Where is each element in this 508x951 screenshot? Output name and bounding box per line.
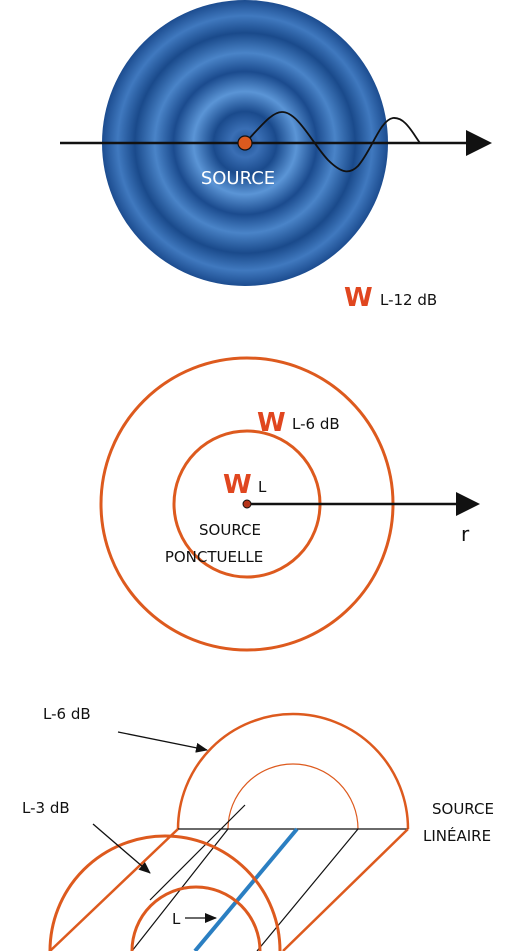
point-source-label-line2: PONCTUELLE — [165, 548, 263, 566]
outer-half-cylinder-front — [176, 712, 410, 830]
radius-arrowhead-icon — [456, 492, 480, 516]
point-source-label-line1: SOURCE — [199, 521, 261, 539]
line-source-label-line1: SOURCE — [432, 800, 494, 818]
inner-half-cylinder-back — [227, 763, 359, 830]
outer-left-edge — [49, 828, 179, 951]
middle-w-symbol: W — [257, 408, 286, 438]
middle-level-label: L-3 dB — [22, 799, 70, 817]
sine-wave — [244, 111, 421, 173]
line-source-label-line2: LINÉAIRE — [423, 826, 491, 845]
wave-propagation-diagram: SOURCE — [60, 0, 492, 286]
radius-axis-label: r — [461, 522, 470, 546]
inner-w-symbol: W — [223, 470, 252, 500]
line-source-diagram: L-6 dB L-3 dB L SOURCE LINÉAIRE — [22, 705, 494, 951]
inner-level-label: L — [258, 478, 267, 496]
outer-level-label: L-6 dB — [43, 705, 91, 723]
point-source-diagram: W L-12 dB W L-6 dB W L SOURCE PONCTUELLE… — [99, 283, 480, 652]
propagation-arrowhead-icon — [466, 130, 492, 156]
outer-w-symbol: W — [344, 283, 373, 313]
source-label: SOURCE — [201, 168, 275, 189]
point-source-icon — [242, 499, 252, 509]
inner-level-label: L — [172, 910, 181, 928]
source-point-icon — [237, 135, 253, 151]
middle-level-label: L-6 dB — [292, 415, 340, 433]
outer-level-label: L-12 dB — [380, 291, 437, 309]
line-source — [193, 827, 299, 951]
outer-right-edge — [282, 828, 409, 951]
inner-edge-2 — [149, 804, 246, 901]
inner-edge-3 — [256, 828, 359, 951]
inner-half-cylinder-front — [130, 885, 262, 951]
outer-level-pointer — [117, 731, 208, 753]
middle-half-cylinder-front — [48, 834, 282, 951]
middle-level-pointer — [92, 823, 151, 874]
